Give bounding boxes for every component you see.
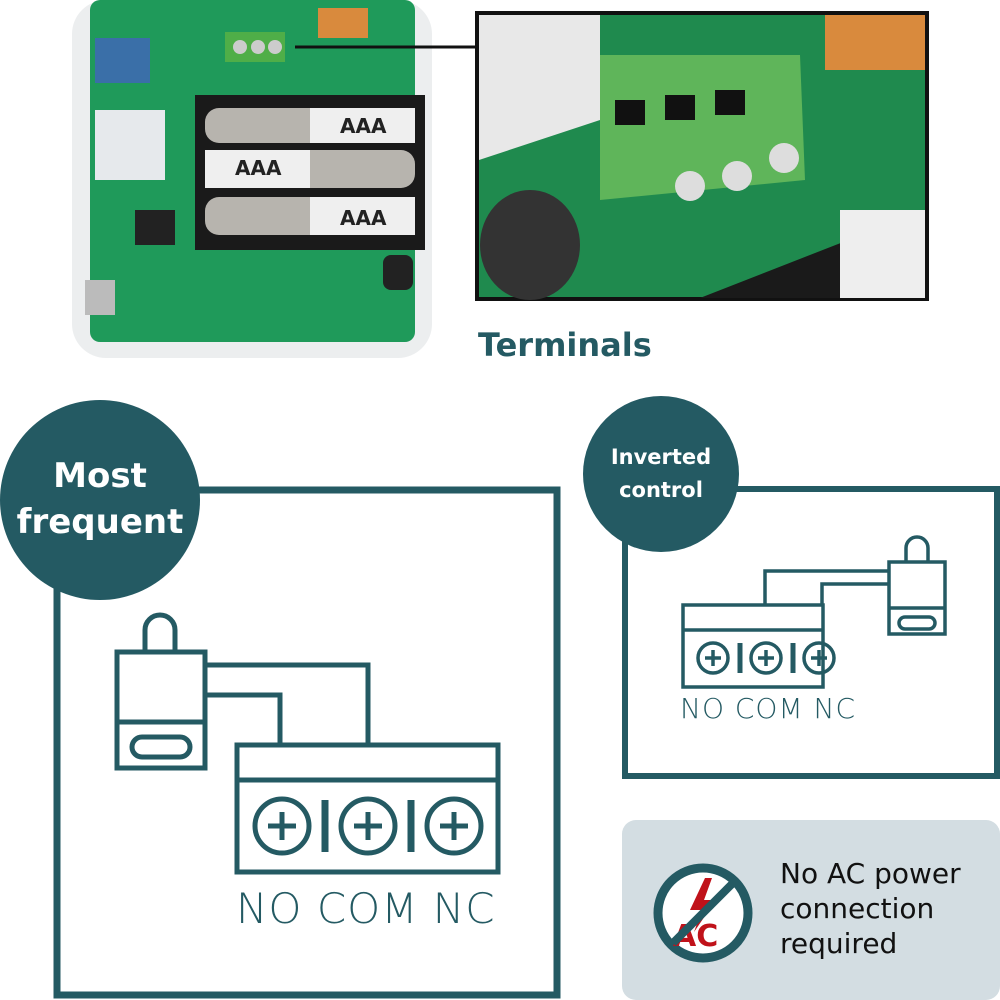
inverted-control-badge: Inverted control (583, 396, 739, 552)
badge-line: Inverted (610, 445, 712, 470)
svg-text:AAA: AAA (340, 114, 387, 138)
notice-line: No AC power (780, 857, 961, 890)
lock-icon (114, 612, 208, 771)
no-ac-icon: AC (653, 863, 753, 963)
terminal-labels: NO COM NC (236, 884, 496, 933)
pcb-photo: AAA AAA AAA (72, 0, 929, 358)
svg-text:AAA: AAA (235, 156, 282, 180)
terminals-caption: Terminals (478, 326, 652, 364)
notice-line: required (780, 927, 898, 960)
svg-text:AAA: AAA (340, 206, 387, 230)
notice-line: connection (780, 892, 935, 925)
badge-line: frequent (16, 502, 184, 542)
most-frequent-badge: Most frequent (0, 400, 200, 600)
terminal-labels: NO COM NC (680, 692, 857, 725)
terminal-block (234, 742, 501, 875)
badge-line: Most (53, 456, 147, 497)
no-ac-text: No AC power connection required (780, 856, 961, 961)
badge-line: control (619, 478, 703, 502)
